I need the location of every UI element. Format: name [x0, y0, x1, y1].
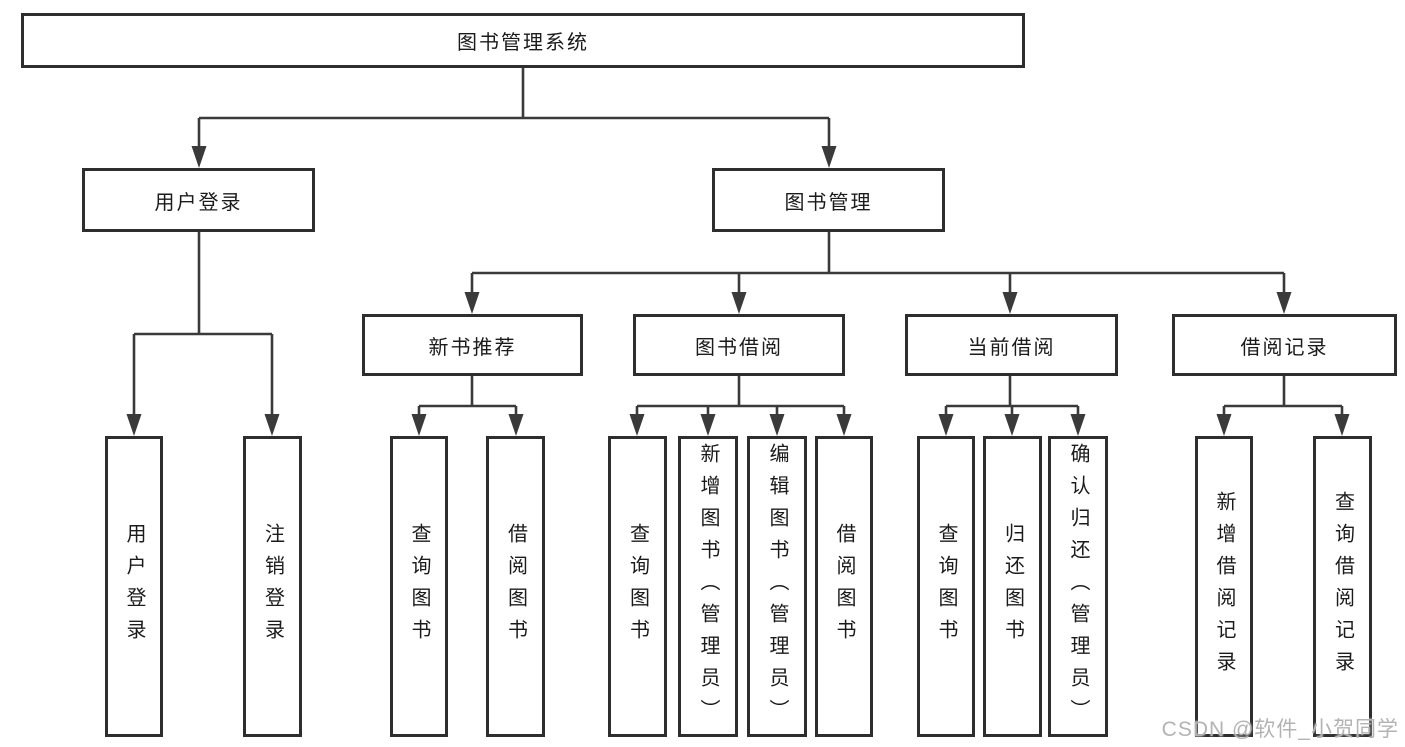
node-book-manage-label: 图书管理: [784, 191, 873, 214]
node-root: 图书管理系统: [21, 13, 1025, 68]
edge-newbook-to-leaves: [417, 376, 518, 416]
leaf-confirm-return-admin: 确认归还（管理员）: [1048, 436, 1108, 737]
leaf-borrow-add-admin: 新增图书（管理员）: [678, 436, 738, 737]
node-current-borrow: 当前借阅: [905, 314, 1118, 376]
node-current-borrow-label: 当前借阅: [967, 336, 1056, 359]
node-new-book-recommend: 新书推荐: [362, 314, 583, 376]
node-root-label: 图书管理系统: [457, 32, 589, 54]
watermark: CSDN @软件_小贺同学: [1161, 718, 1399, 741]
leaf-newbook-query: 查询图书: [390, 436, 448, 737]
leaf-newbook-query-label: 查询图书: [408, 522, 430, 651]
leaf-borrow-book: 借阅图书: [815, 436, 873, 737]
node-user-login-label: 用户登录: [154, 191, 243, 214]
node-new-book-recommend-label: 新书推荐: [428, 336, 517, 359]
node-book-borrow: 图书借阅: [633, 314, 845, 376]
node-borrow-records-label: 借阅记录: [1240, 336, 1329, 359]
leaf-user-login-label: 用户登录: [123, 522, 145, 651]
leaf-borrow-book-label: 借阅图书: [833, 522, 855, 651]
leaf-add-borrow-record: 新增借阅记录: [1195, 436, 1253, 737]
leaf-return-book-label: 归还图书: [1001, 522, 1024, 651]
leaf-borrow-edit-admin: 编辑图书（管理员）: [747, 436, 807, 737]
leaf-return-book: 归还图书: [983, 436, 1042, 737]
leaf-add-borrow-record-label: 新增借阅记录: [1213, 490, 1235, 683]
leaf-query-borrow-record: 查询借阅记录: [1313, 436, 1372, 737]
edge-bookborrow-to-leaves: [635, 376, 846, 416]
edge-login-to-leaves: [132, 232, 274, 416]
leaf-current-query: 查询图书: [917, 436, 975, 737]
leaf-user-login: 用户登录: [105, 436, 163, 737]
edge-root-to-level2: [197, 68, 831, 148]
edge-current-to-leaves: [944, 376, 1080, 416]
node-book-manage: 图书管理: [712, 168, 945, 232]
edge-manage-to-level3: [470, 232, 1286, 294]
leaf-logout: 注销登录: [243, 436, 302, 737]
leaf-borrow-query-label: 查询图书: [626, 522, 649, 651]
node-borrow-records: 借阅记录: [1172, 314, 1397, 376]
node-user-login: 用户登录: [82, 168, 315, 232]
leaf-newbook-borrow: 借阅图书: [486, 436, 545, 737]
leaf-borrow-query: 查询图书: [608, 436, 667, 737]
leaf-logout-label: 注销登录: [261, 522, 284, 651]
leaf-query-borrow-record-label: 查询借阅记录: [1331, 490, 1354, 683]
leaf-current-query-label: 查询图书: [935, 522, 957, 651]
edge-records-to-leaves: [1222, 376, 1344, 416]
leaf-borrow-edit-admin-label: 编辑图书（管理员）: [766, 442, 788, 731]
leaf-confirm-return-admin-label: 确认归还（管理员）: [1067, 442, 1089, 731]
leaf-borrow-add-admin-label: 新增图书（管理员）: [697, 442, 719, 731]
leaf-newbook-borrow-label: 借阅图书: [504, 522, 527, 651]
node-book-borrow-label: 图书借阅: [695, 336, 783, 359]
